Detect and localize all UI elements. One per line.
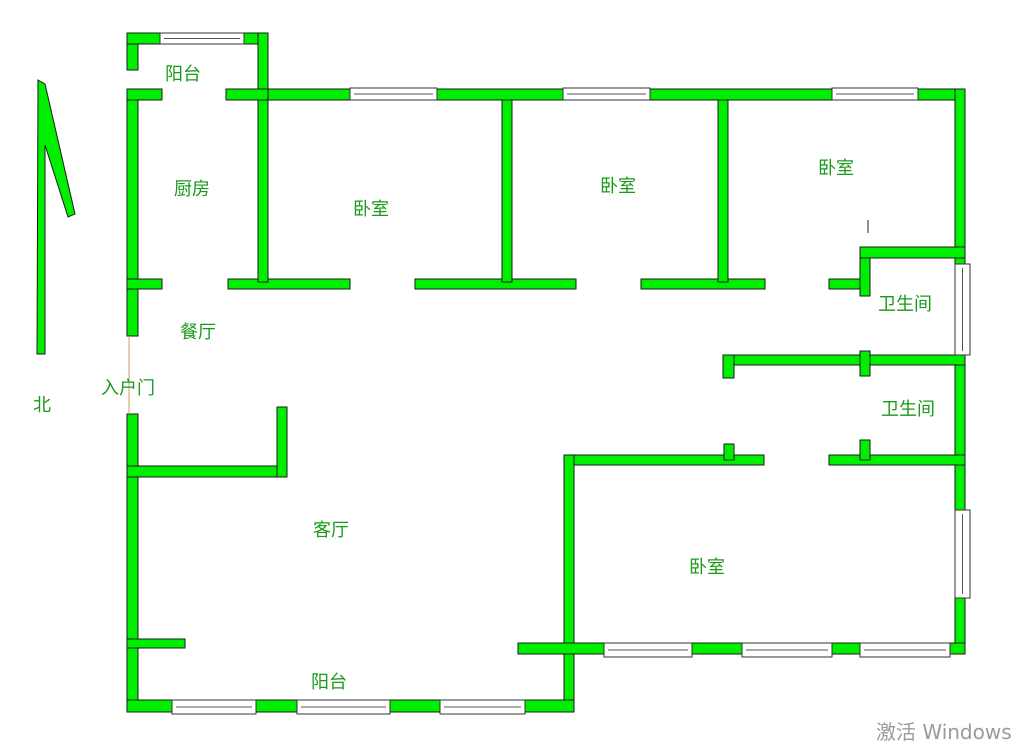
wall-segment	[647, 88, 835, 101]
wall-segment	[126, 88, 163, 101]
wall-segment	[414, 278, 577, 290]
bathroom-2-label: 卫生间	[881, 399, 935, 420]
wall-segment	[517, 642, 607, 655]
wall-segment	[257, 99, 269, 283]
wall-segment	[859, 350, 871, 377]
wall-segment	[722, 354, 966, 366]
wall-segment	[859, 439, 871, 461]
wall-segment	[563, 454, 575, 711]
north-label: 北	[33, 395, 51, 416]
balcony-top-label: 阳台	[165, 64, 201, 85]
activate-windows-watermark: 激活 Windows	[876, 720, 1012, 744]
window	[439, 699, 526, 715]
wall-segment	[954, 364, 966, 514]
bedroom-3-label: 卧室	[818, 158, 854, 179]
wall-segment	[640, 278, 766, 290]
window	[171, 699, 257, 715]
wall-segment	[434, 88, 566, 101]
bedroom-2-label: 卧室	[600, 176, 636, 197]
wall-segment	[954, 88, 966, 271]
north-arrow-icon	[36, 79, 76, 355]
bathroom-1-label: 卫生间	[878, 294, 932, 315]
wall-segment	[522, 699, 575, 713]
kitchen-label: 厨房	[174, 179, 210, 200]
balcony-bottom-label: 阳台	[311, 672, 347, 693]
bedroom-1-label: 卧室	[353, 199, 389, 220]
wall-segment	[501, 99, 513, 283]
wall-segment	[253, 699, 299, 713]
window	[741, 642, 833, 658]
wall-segment	[126, 99, 139, 337]
window	[296, 699, 391, 715]
dining-label: 餐厅	[180, 322, 216, 343]
wall-segment	[225, 88, 269, 101]
wall-segment	[126, 465, 287, 478]
wall-segment	[723, 443, 735, 461]
walls	[126, 32, 966, 713]
wall-segment	[717, 99, 729, 283]
window	[954, 509, 971, 599]
window	[349, 87, 438, 101]
window	[159, 32, 245, 45]
wall-segment	[126, 638, 186, 649]
window	[562, 87, 651, 101]
wall-segment	[126, 699, 174, 713]
windows	[159, 32, 971, 715]
wall-segment	[126, 413, 139, 713]
bedroom-4-label: 卧室	[689, 557, 725, 578]
window	[603, 642, 693, 658]
entrance-label: 入户门	[101, 378, 155, 399]
wall-segment	[829, 642, 863, 655]
window	[831, 87, 919, 101]
wall-segment	[722, 354, 735, 379]
window	[859, 642, 951, 658]
window	[954, 263, 971, 356]
wall-segment	[276, 406, 288, 478]
living-label: 客厅	[313, 520, 349, 541]
wall-segment	[126, 278, 163, 290]
wall-segment	[227, 278, 351, 290]
wall-segment	[387, 699, 442, 713]
wall-segment	[828, 454, 966, 466]
wall-segment	[267, 88, 353, 101]
wall-segment	[690, 642, 745, 655]
wall-segment	[859, 246, 966, 259]
